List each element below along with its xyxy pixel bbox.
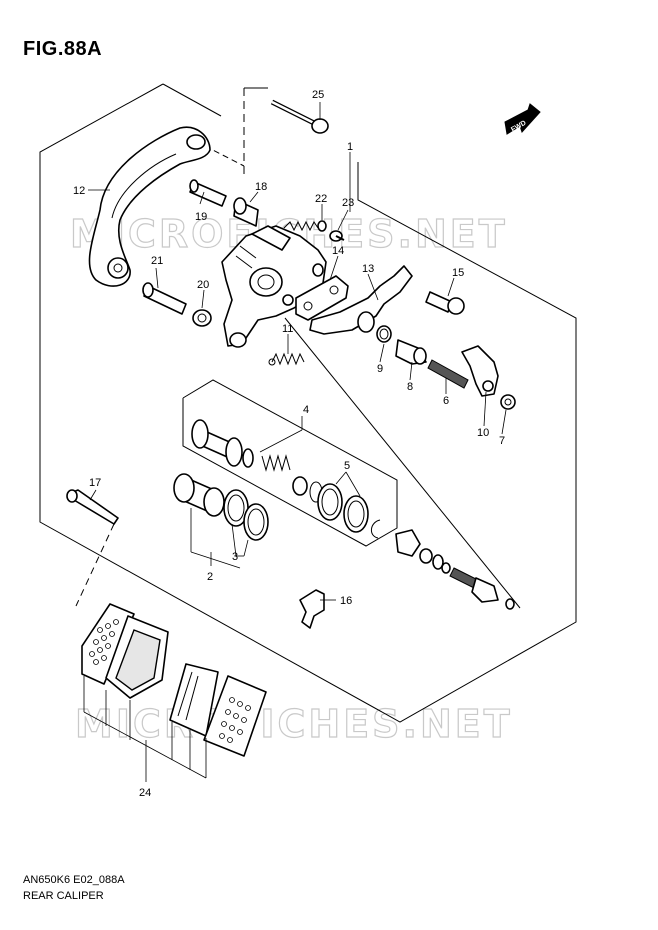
- callout-11: 11: [282, 323, 293, 335]
- callout-13: 13: [362, 263, 374, 275]
- part-18-boot: [233, 197, 259, 227]
- callout-6: 6: [443, 395, 449, 407]
- callout-labels: 1 2 3 4 5 6 7 8 9 10 11 12 13 14 15 16 1…: [73, 89, 505, 799]
- part-19-pin: [189, 179, 227, 207]
- part-13-lever: [309, 265, 413, 335]
- part-5-seal-set: [309, 481, 381, 539]
- callout-23: 23: [342, 197, 354, 209]
- callout-9: 9: [377, 363, 383, 375]
- part-23-screw: [329, 230, 345, 242]
- callout-3: 3: [232, 551, 238, 563]
- callout-16: 16: [340, 595, 352, 607]
- part-17-pin: [66, 489, 119, 607]
- callout-14: 14: [332, 245, 344, 257]
- callout-7: 7: [499, 435, 505, 447]
- callout-21: 21: [151, 255, 163, 267]
- callout-18: 18: [255, 181, 267, 193]
- figure-title: FIG.88A: [23, 38, 103, 60]
- callout-1: 1: [347, 141, 353, 153]
- part-7-nut: [500, 394, 516, 410]
- diagram-code: AN650K6 E02_088A: [23, 874, 125, 886]
- watermark-bottom: MICROFICHES.NET: [75, 702, 513, 746]
- part-6-adjuster-screw: [427, 359, 469, 389]
- part-12-caliper-bracket: [88, 126, 211, 287]
- part-22-spring: [283, 220, 327, 232]
- part-2-piston: [173, 473, 225, 517]
- callout-4: 4: [303, 404, 309, 416]
- part-14-plate: [295, 275, 349, 321]
- part-3-seal-pair: [223, 489, 269, 541]
- part-20-boot: [192, 309, 212, 327]
- callout-5: 5: [344, 460, 350, 472]
- part-21-pin: [142, 282, 187, 315]
- part-16-clip: [299, 589, 325, 629]
- callout-17: 17: [89, 477, 101, 489]
- part-15-bolt: [425, 291, 465, 315]
- adjuster-assembly: [395, 529, 515, 610]
- part-11-spring: [268, 352, 305, 366]
- assembly-outline: [39, 83, 577, 723]
- part-10-arm: [461, 345, 499, 397]
- caliper-body: [221, 225, 327, 348]
- part-24-brake-pads: [81, 603, 267, 757]
- leader-lines: [83, 102, 507, 782]
- part-8-nut: [395, 339, 427, 365]
- part-9-oring: [376, 325, 392, 343]
- callout-10: 10: [477, 427, 489, 439]
- callout-25: 25: [312, 89, 324, 101]
- callout-22: 22: [315, 193, 327, 205]
- diagram-name: REAR CALIPER: [23, 890, 104, 902]
- callout-15: 15: [452, 267, 464, 279]
- callout-8: 8: [407, 381, 413, 393]
- callout-2: 2: [207, 571, 213, 583]
- forward-direction-arrow: FWD: [504, 103, 541, 135]
- callout-12: 12: [73, 185, 85, 197]
- callout-20: 20: [197, 279, 209, 291]
- part-4-piston-kit: [191, 419, 308, 496]
- callout-24: 24: [139, 787, 151, 799]
- callout-19: 19: [195, 211, 207, 223]
